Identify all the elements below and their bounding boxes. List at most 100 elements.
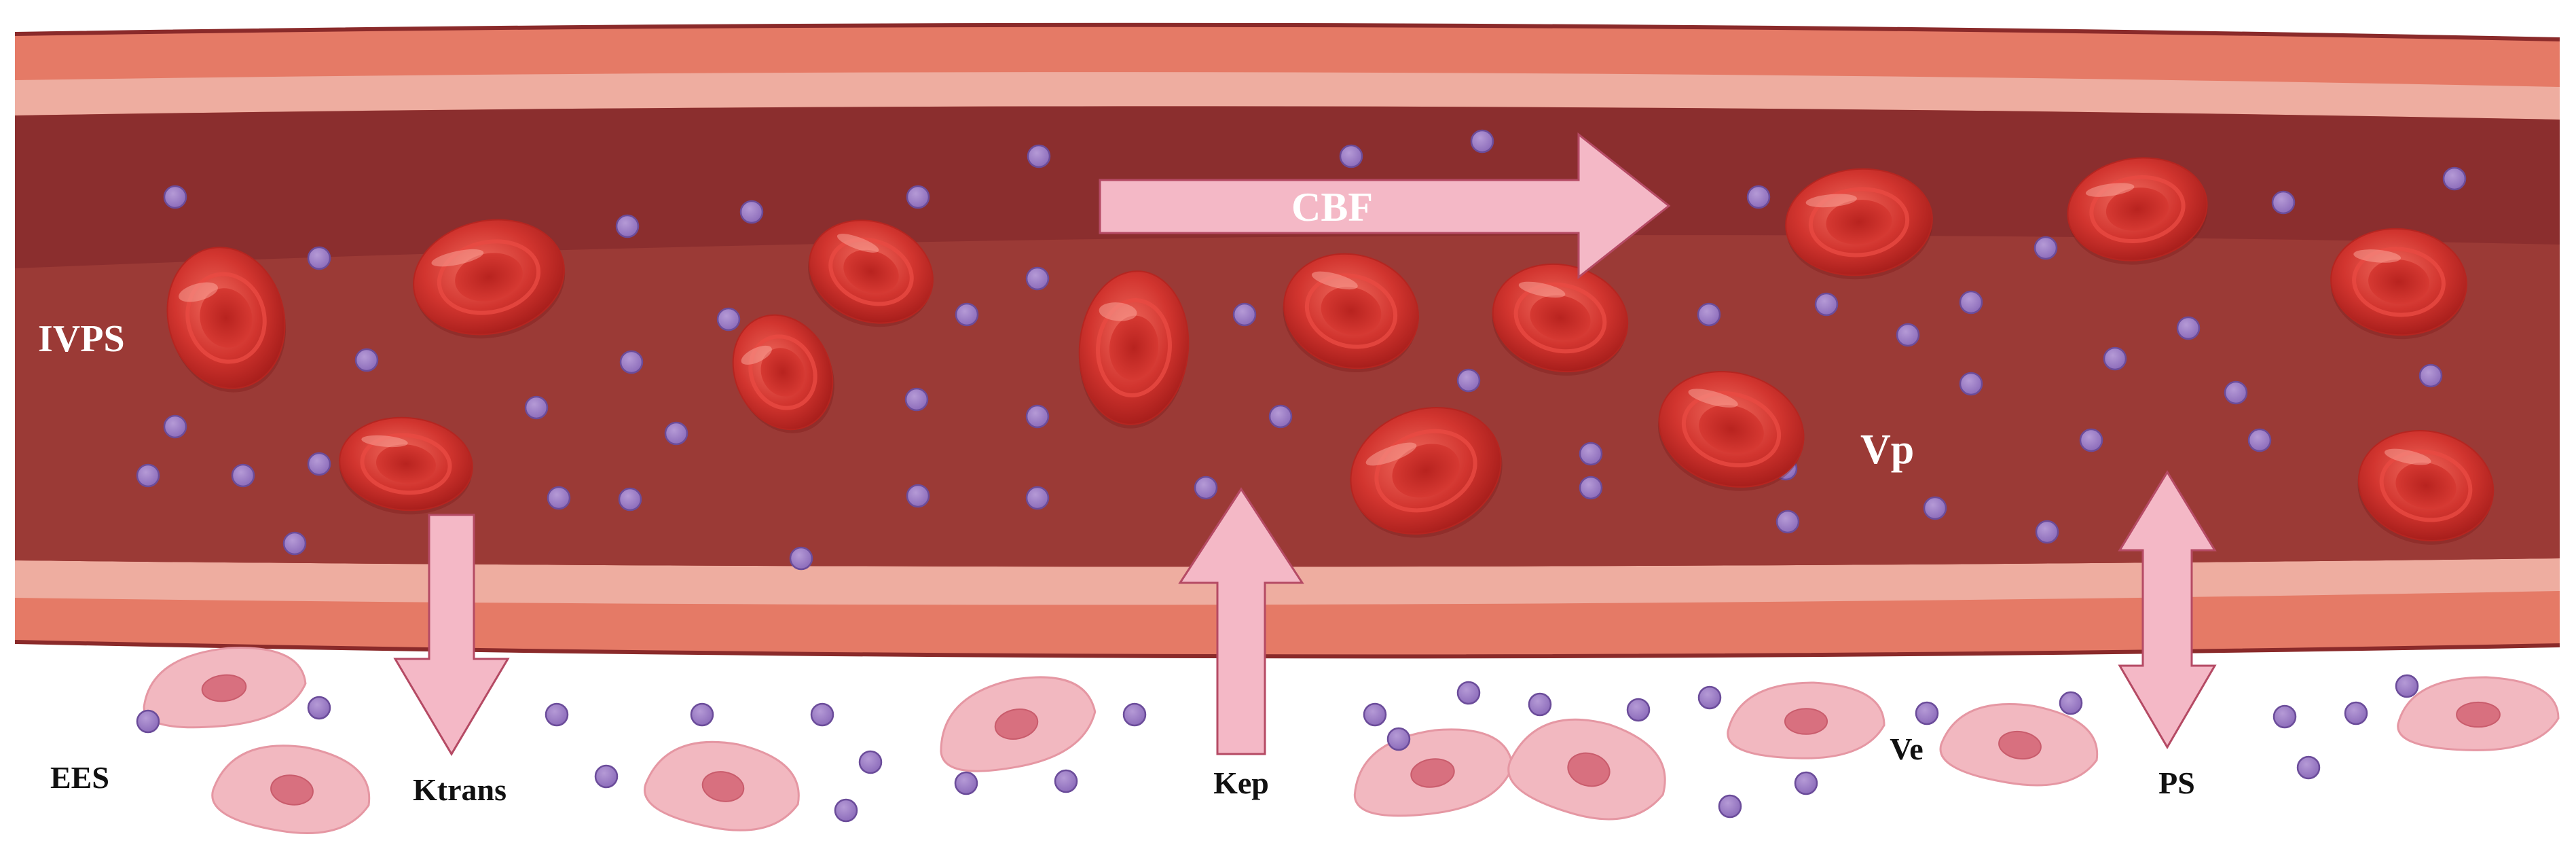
contrast-particle-icon (2442, 166, 2467, 191)
contrast-particle-icon (2224, 380, 2248, 405)
contrast-particle-icon (2035, 520, 2059, 544)
contrast-particle-icon (163, 185, 187, 209)
red-blood-cell-icon (339, 416, 473, 515)
contrast-particle-icon (1746, 185, 1771, 209)
contrast-particle-icon (1025, 486, 1050, 510)
contrast-particle-icon (2344, 701, 2368, 725)
contrast-particle-icon (594, 764, 619, 789)
contrast-particle-icon (231, 463, 255, 488)
contrast-particle-icon (1794, 771, 1818, 795)
tissue-cell-icon (1727, 681, 1885, 759)
contrast-particle-icon (1470, 129, 1494, 154)
contrast-particle-icon (1579, 476, 1603, 500)
label-ees: EES (50, 760, 109, 795)
contrast-particle-icon (1923, 496, 1947, 520)
contrast-particle-icon (547, 486, 571, 510)
kep-arrow-icon (1178, 487, 1304, 755)
contrast-particle-icon (1025, 266, 1050, 291)
tissue-cells (143, 647, 2560, 835)
red-blood-cell-icon (1785, 168, 1933, 280)
contrast-particle-icon (2247, 428, 2272, 452)
contrast-particle-icon (307, 696, 331, 720)
contrast-particle-icon (2103, 346, 2127, 371)
intravascular-particles (136, 129, 2467, 571)
contrast-particle-icon (739, 200, 764, 224)
contrast-particle-icon (1697, 302, 1721, 327)
contrast-particle-icon (545, 702, 569, 727)
ps-bidirectional-arrow-icon (2118, 470, 2217, 749)
tissue-cell-icon (644, 740, 800, 831)
contrast-particle-icon (789, 546, 813, 571)
flow-arrows (393, 132, 2217, 756)
label-ve: Ve (1890, 732, 1923, 766)
contrast-particle-icon (834, 798, 858, 823)
red-blood-cell-icon (2330, 228, 2467, 340)
contrast-particle-icon (1025, 404, 1050, 429)
contrast-particle-icon (1122, 702, 1147, 727)
red-blood-cell-icon (166, 247, 287, 393)
contrast-particle-icon (2176, 316, 2201, 340)
label-kep: Kep (1213, 766, 1269, 800)
contrast-particle-icon (1896, 323, 1920, 347)
contrast-particle-icon (619, 350, 644, 374)
contrast-particle-icon (2059, 691, 2083, 715)
contrast-particle-icon (1775, 509, 1800, 534)
contrast-particle-icon (1697, 685, 1722, 710)
contrast-particle-icon (716, 307, 741, 331)
cbf-arrow-icon (1099, 132, 1671, 280)
contrast-particle-icon (906, 484, 930, 508)
contrast-particle-icon (2273, 704, 2297, 729)
contrast-particle-icon (1194, 476, 1218, 500)
contrast-particle-icon (1579, 442, 1603, 466)
vessel-top-edge (14, 22, 2560, 41)
contrast-particle-icon (1718, 794, 1742, 819)
contrast-particle-icon (858, 750, 883, 774)
red-blood-cell-icon (413, 219, 566, 339)
tissue-cell-icon (211, 745, 371, 835)
contrast-particle-icon (906, 185, 930, 209)
tissue-cell-icon (1353, 728, 1514, 817)
contrast-particle-icon (1054, 769, 1078, 793)
contrast-particle-icon (2296, 755, 2321, 780)
contrast-particle-icon (664, 421, 688, 446)
tissue-cell-icon (143, 647, 307, 729)
label-vp: Vp (1860, 427, 1914, 473)
contrast-particle-icon (904, 387, 929, 412)
contrast-particle-icon (1363, 702, 1387, 727)
contrast-particle-icon (1386, 727, 1411, 751)
extravascular-particles (136, 674, 2419, 823)
vessel-top-light-band (15, 72, 2560, 120)
contrast-particle-icon (2271, 190, 2296, 215)
contrast-particle-icon (1528, 692, 1552, 717)
tissue-cell-icon (1939, 703, 2099, 787)
contrast-particle-icon (690, 702, 714, 727)
red-blood-cell-icon (732, 314, 834, 433)
red-blood-cell-icon (1350, 407, 1503, 538)
red-blood-cells (166, 157, 2495, 545)
contrast-particle-icon (615, 214, 640, 238)
contrast-particle-icon (1027, 144, 1051, 168)
tissue-cell-icon (1507, 718, 1666, 821)
red-blood-cell-icon (808, 219, 934, 327)
contrast-particle-icon (1339, 144, 1363, 168)
tissue-cell-icon (2397, 676, 2560, 751)
labels: IVPS CBF Vp EES Ktrans Kep Ve PS (38, 185, 2195, 807)
contrast-particle-icon (1814, 292, 1839, 317)
contrast-particle-icon (1232, 302, 1257, 327)
tissue-cell-icon (940, 676, 1097, 772)
contrast-particle-icon (1915, 701, 1939, 725)
contrast-particle-icon (354, 348, 379, 372)
contrast-particle-icon (282, 531, 307, 556)
contrast-particle-icon (307, 452, 331, 476)
label-ktrans: Ktrans (413, 772, 507, 807)
contrast-particle-icon (1626, 698, 1651, 722)
contrast-particle-icon (1268, 404, 1293, 429)
contrast-particle-icon (2079, 428, 2103, 452)
contrast-particle-icon (1456, 368, 1481, 393)
label-ivps: IVPS (38, 318, 125, 360)
contrast-particle-icon (2395, 674, 2419, 698)
red-blood-cell-icon (2357, 430, 2495, 545)
red-blood-cell-icon (2067, 157, 2208, 265)
label-ps: PS (2158, 766, 2195, 800)
ktrans-arrow-icon (393, 514, 510, 756)
